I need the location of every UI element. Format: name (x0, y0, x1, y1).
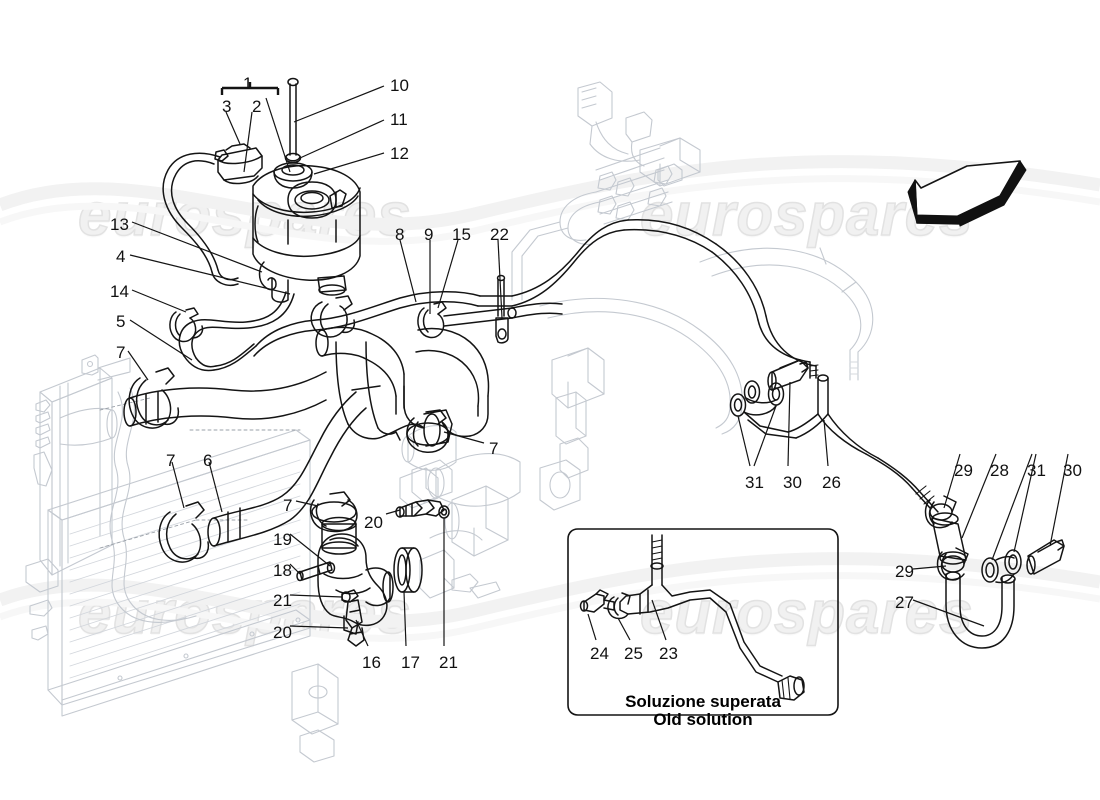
callout-1: 1 (243, 74, 253, 93)
callout-21-left: 21 (273, 591, 292, 610)
part-24-inset-fitting (579, 589, 615, 613)
callout-17: 17 (401, 653, 420, 672)
part-7-clamp-a (158, 501, 210, 563)
callout-12: 12 (390, 144, 409, 163)
part-4-hose (178, 291, 295, 372)
part-15-clamp (417, 301, 447, 339)
callout-19: 19 (273, 530, 292, 549)
callout-4: 4 (116, 247, 126, 266)
callout-25-inset: 25 (624, 644, 643, 663)
callout-11: 11 (390, 110, 408, 129)
callout-31-right: 31 (1027, 461, 1046, 480)
part-23-inset-pipe (619, 534, 805, 701)
callout-5: 5 (116, 312, 126, 331)
part-30-bolt-right (1026, 539, 1065, 575)
callout-23-inset: 23 (659, 644, 678, 663)
callout-21-right: 21 (439, 653, 458, 672)
upper-coolant-pipe (511, 218, 819, 379)
callout-8: 8 (395, 225, 405, 244)
inset-box-frame (567, 528, 839, 716)
part-30-bolt-left (767, 359, 809, 391)
callout-24-inset: 24 (590, 644, 609, 663)
callout-16: 16 (362, 653, 381, 672)
callout-20-upper: 20 (364, 513, 383, 532)
callout-30-left: 30 (783, 473, 802, 492)
part-10-rod (287, 77, 299, 156)
callout-2: 2 (252, 97, 262, 116)
callout-9: 9 (424, 225, 434, 244)
inset-caption-english: Old solution (653, 710, 753, 729)
part-16-housing (317, 516, 394, 635)
part-26-pipe (743, 374, 939, 513)
callout-18: 18 (273, 561, 292, 580)
callout-13: 13 (110, 215, 129, 234)
part-14-clamp (169, 307, 204, 343)
callout-22: 22 (490, 225, 509, 244)
callout-7-a: 7 (116, 343, 126, 362)
callout-30-right: 30 (1063, 461, 1082, 480)
right-extension-pipe (511, 302, 563, 319)
center-hose-bundle (415, 327, 490, 438)
part-7-clamp-b (128, 367, 180, 429)
part-18-bolt (296, 561, 333, 582)
callout-26: 26 (822, 473, 841, 492)
part-9-clamp (310, 295, 356, 338)
part-19-fastener (326, 562, 336, 574)
callout-27: 27 (895, 593, 914, 612)
part-1-expansion-tank (252, 164, 361, 303)
callout-7-d: 7 (283, 496, 293, 515)
callout-14: 14 (110, 282, 129, 301)
part-7-clamp-d (406, 409, 450, 453)
callout-29-lower: 29 (895, 562, 914, 581)
inset-caption-italian: Soluzione superata (625, 692, 781, 711)
part-20-sensor-upper (395, 499, 445, 518)
part-7-clamp-c (309, 491, 358, 533)
part-31-washers-left (729, 380, 785, 417)
callout-10: 10 (390, 76, 409, 95)
callout-7-b: 7 (166, 451, 176, 470)
direction-arrow (907, 160, 1027, 227)
callout-6: 6 (203, 451, 213, 470)
callout-7-c: 7 (489, 439, 499, 458)
callout-28: 28 (990, 461, 1009, 480)
callout-29-upper: 29 (954, 461, 973, 480)
part-5-lower-run (123, 371, 327, 427)
callout-3: 3 (222, 97, 232, 116)
callout-20-lower: 20 (273, 623, 292, 642)
callout-31-left: 31 (745, 473, 764, 492)
callout-15: 15 (452, 225, 471, 244)
part-31-washers-right (981, 549, 1022, 584)
part-6-hose (207, 391, 367, 547)
